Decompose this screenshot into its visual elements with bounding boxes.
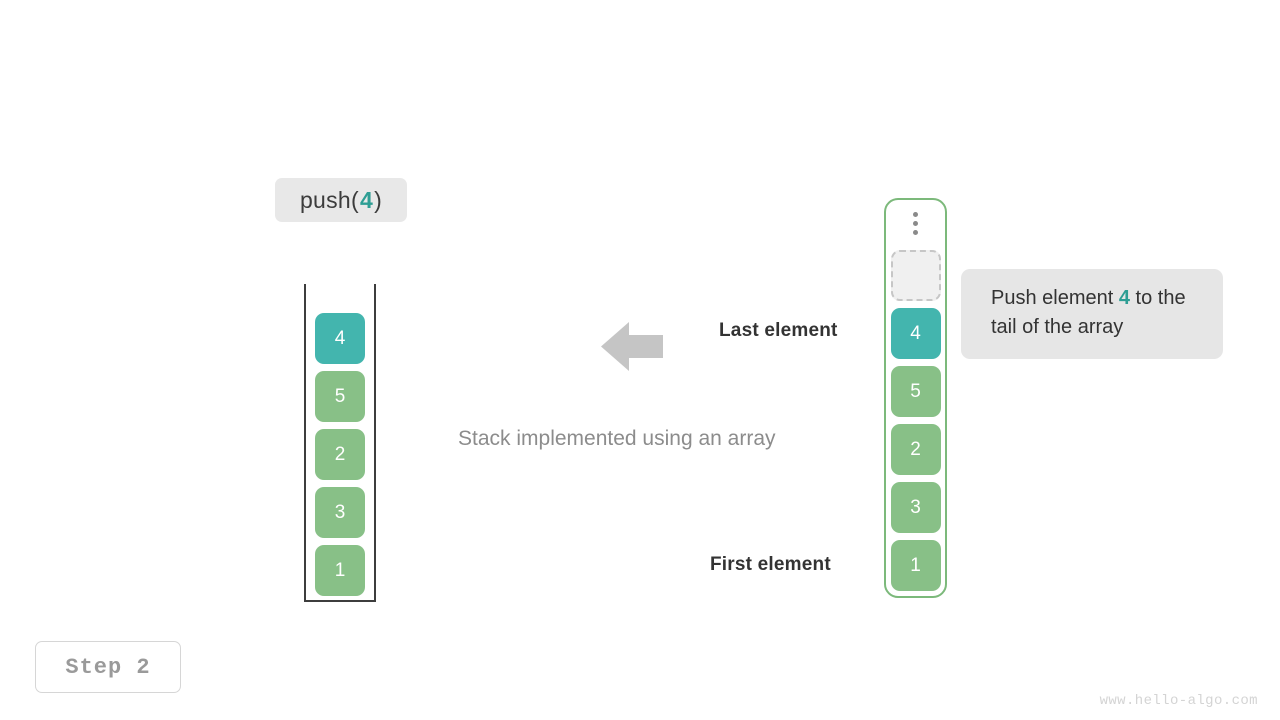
array-container: 1 3 2 5 4 <box>884 198 947 598</box>
step-badge: Step 2 <box>35 641 181 693</box>
array-cell-new: 4 <box>890 308 941 359</box>
array-cell: 3 <box>890 482 941 533</box>
operation-argument: 4 <box>359 186 374 213</box>
callout-text-before: Push element <box>991 287 1119 309</box>
array-cell-value: 1 <box>910 554 921 576</box>
stack-cell: 1 <box>315 545 365 596</box>
stack-cell-top: 4 <box>315 313 365 364</box>
dot-icon <box>913 221 918 226</box>
stack-floor <box>304 600 376 602</box>
stack-cell: 2 <box>315 429 365 480</box>
callout-text-after: to the tail of the array <box>991 287 1186 338</box>
array-cell-value: 3 <box>910 496 921 518</box>
array-cell-value: 2 <box>910 438 921 460</box>
stack-cell-value: 4 <box>334 327 346 349</box>
last-element-label: Last element <box>719 320 838 341</box>
stack-cell-value: 1 <box>334 559 346 581</box>
stack-cell-value: 5 <box>334 385 346 407</box>
operation-suffix: ) <box>374 186 383 213</box>
array-cell-value: 5 <box>910 380 921 402</box>
operation-chip: push(4) <box>275 178 407 222</box>
array-cell-value: 4 <box>910 322 921 344</box>
stack-cell: 5 <box>315 371 365 422</box>
left-arrow-icon <box>601 322 663 371</box>
callout-bubble: Push element 4 to the tail of the array <box>961 269 1223 359</box>
stack-cell: 3 <box>315 487 365 538</box>
array-cell: 5 <box>890 366 941 417</box>
stack-cell-list: 1 3 2 5 4 <box>304 313 376 596</box>
stack-cell-value: 3 <box>334 501 346 523</box>
callout-argument: 4 <box>1118 287 1130 309</box>
first-element-label: First element <box>710 554 831 575</box>
stack-wall-left <box>304 284 306 602</box>
diagram-caption: Stack implemented using an array <box>458 427 776 450</box>
array-cell: 1 <box>890 540 941 591</box>
operation-prefix: push( <box>299 186 359 213</box>
dot-icon <box>913 212 918 217</box>
stack-container: 1 3 2 5 4 <box>304 284 376 602</box>
stack-wall-right <box>374 284 376 602</box>
dot-icon <box>913 230 918 235</box>
vertical-ellipsis-icon <box>886 212 945 235</box>
array-cell: 2 <box>890 424 941 475</box>
array-cell-list: 1 3 2 5 4 <box>886 250 945 591</box>
watermark: www.hello-algo.com <box>1099 693 1258 709</box>
stack-cell-value: 2 <box>334 443 346 465</box>
array-cell-empty <box>890 250 941 301</box>
step-badge-label: Step 2 <box>65 654 151 680</box>
